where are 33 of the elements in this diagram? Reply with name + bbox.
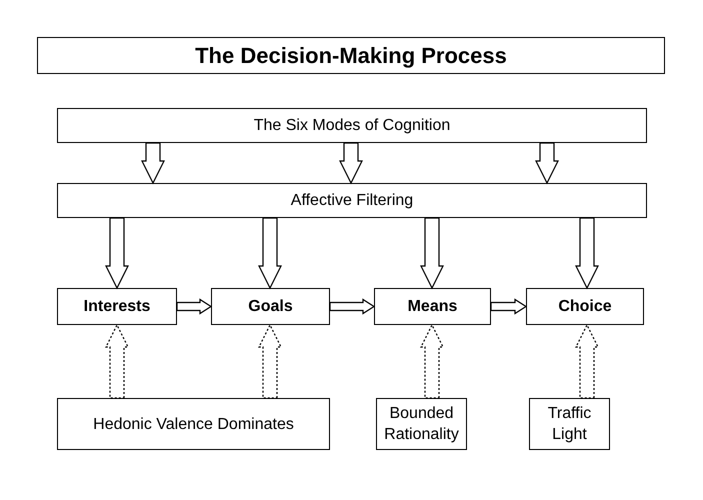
box-label: Choice xyxy=(558,297,612,317)
block-arrow xyxy=(339,142,363,184)
process-box xyxy=(211,288,330,325)
process-box xyxy=(374,288,491,325)
box-label: Traffic Light xyxy=(546,404,592,445)
process-box xyxy=(57,288,177,325)
block-arrow xyxy=(575,324,599,399)
block-arrow xyxy=(490,298,528,315)
process-box xyxy=(57,108,647,143)
box-label: Hedonic Valence Dominates xyxy=(93,414,294,434)
block-arrow xyxy=(329,298,376,315)
box-label: Goals xyxy=(248,297,293,317)
process-box xyxy=(57,183,647,218)
box-label: Bounded Rationality xyxy=(383,404,460,445)
block-arrow xyxy=(575,217,599,290)
block-arrow xyxy=(258,217,282,290)
title-text: The Decision-Making Process xyxy=(195,42,507,68)
process-box xyxy=(57,398,330,450)
process-box xyxy=(529,398,610,450)
box-label: Affective Filtering xyxy=(290,191,414,211)
process-box xyxy=(376,398,467,450)
block-arrow xyxy=(420,217,444,290)
box-label: The Six Modes of Cognition xyxy=(254,116,450,136)
block-arrow xyxy=(176,298,212,315)
process-box xyxy=(526,288,644,325)
box-label: Means xyxy=(408,297,458,317)
block-arrow xyxy=(535,142,559,184)
block-arrow xyxy=(105,324,129,399)
block-arrow xyxy=(105,217,129,290)
block-arrow xyxy=(420,324,444,399)
block-arrow xyxy=(258,324,282,399)
block-arrow xyxy=(141,142,165,184)
box-label: Interests xyxy=(84,297,150,317)
